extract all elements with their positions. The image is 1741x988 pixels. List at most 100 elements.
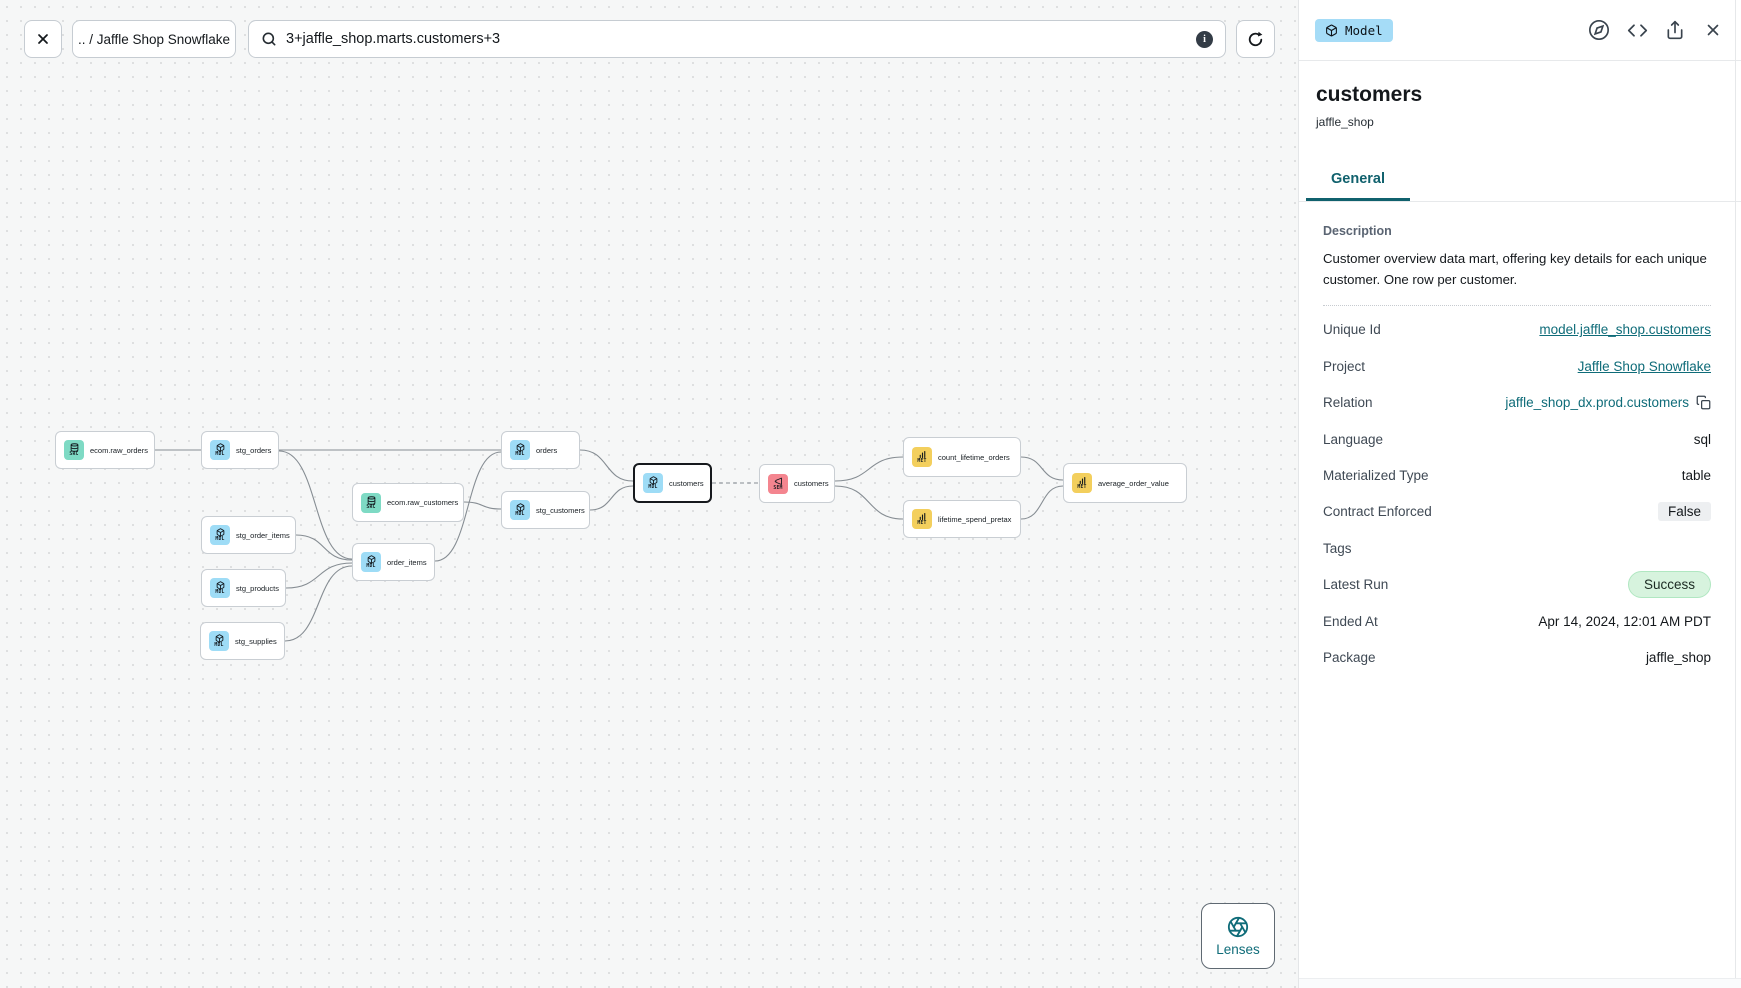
node-type-tag: SRC xyxy=(366,504,376,510)
node-label: stg_products xyxy=(236,583,279,593)
cube-icon xyxy=(216,443,224,452)
panel-footer-scrollbar[interactable] xyxy=(1299,978,1741,988)
close-icon xyxy=(1707,24,1719,36)
field-row-project: Project Jaffle Shop Snowflake xyxy=(1323,348,1711,384)
divider xyxy=(1323,304,1711,306)
field-label: Tags xyxy=(1323,540,1352,556)
field-label: Ended At xyxy=(1323,613,1378,629)
database-icon xyxy=(367,495,375,505)
search-icon xyxy=(262,32,276,46)
page-title: customers xyxy=(1316,83,1423,106)
copy-button[interactable] xyxy=(1696,395,1711,410)
model-badge: MDL xyxy=(210,525,230,545)
lenses-button[interactable]: Lenses xyxy=(1201,903,1275,969)
node-label: stg_customers xyxy=(536,505,585,515)
lineage-edge xyxy=(589,485,634,511)
cube-icon xyxy=(649,476,657,485)
field-row-unique-id: Unique Id model.jaffle_shop.customers xyxy=(1323,312,1711,348)
field-value: jaffle_shop xyxy=(1645,649,1711,665)
code-icon xyxy=(1627,23,1647,37)
model-badge: MDL xyxy=(361,552,381,572)
lineage-edge xyxy=(579,449,634,482)
cube-icon xyxy=(516,443,524,452)
cube-icon xyxy=(367,555,375,564)
cube-icon xyxy=(516,503,524,512)
lineage-edge xyxy=(834,456,904,482)
panel-header: Model xyxy=(1299,0,1741,61)
node-label: lifetime_spend_pretax xyxy=(938,514,1012,524)
lineage-edge xyxy=(434,451,502,562)
lineage-edge xyxy=(1020,485,1064,520)
field-label: Unique Id xyxy=(1323,322,1381,338)
node-label: ecom.raw_customers xyxy=(387,498,459,507)
panel-scrollbar[interactable] xyxy=(1735,0,1736,978)
graph-node-stg-customers[interactable]: MDL stg_customers xyxy=(501,491,590,529)
relation-value: jaffle_shop_dx.prod.customers xyxy=(1505,395,1689,411)
cube-icon xyxy=(216,581,224,590)
node-type-tag: MET xyxy=(917,459,927,464)
node-type-tag: MDL xyxy=(215,452,225,457)
node-type-tag: MET xyxy=(917,521,927,526)
bar-chart-icon xyxy=(1079,476,1085,485)
share-icon xyxy=(1667,20,1683,40)
lineage-edges xyxy=(155,449,1064,642)
refresh-button[interactable] xyxy=(1236,20,1275,58)
graph-node-stg-products[interactable]: MDL stg_products xyxy=(201,569,286,607)
field-label: Project xyxy=(1323,358,1366,374)
megaphone-icon xyxy=(774,477,782,485)
graph-node-count-lifetime-orders[interactable]: MET count_lifetime_orders xyxy=(903,437,1021,477)
graph-node-ecom-raw-customers[interactable]: SRC ecom.raw_customers xyxy=(352,483,464,522)
model-badge: MDL xyxy=(210,578,230,598)
cube-icon xyxy=(216,528,224,537)
node-label: count_lifetime_orders xyxy=(938,452,1010,462)
close-graph-button[interactable] xyxy=(24,20,62,58)
explore-button[interactable] xyxy=(1587,18,1611,42)
node-type-tag: SEM xyxy=(773,485,783,491)
field-label: Contract Enforced xyxy=(1323,504,1432,520)
share-button[interactable] xyxy=(1663,18,1687,42)
field-value: Apr 14, 2024, 12:01 AM PDT xyxy=(1538,613,1711,629)
node-label: orders xyxy=(536,445,558,455)
node-label: ecom.raw_orders xyxy=(90,445,148,455)
search-input[interactable] xyxy=(286,31,1187,47)
cube-icon xyxy=(215,634,223,643)
field-value-link[interactable]: model.jaffle_shop.customers xyxy=(1539,322,1711,338)
node-type-tag: MDL xyxy=(215,537,225,542)
graph-node-lifetime-spend-pretax[interactable]: MET lifetime_spend_pretax xyxy=(903,500,1021,538)
lineage-edge xyxy=(285,562,353,589)
tab-general[interactable]: General xyxy=(1306,161,1410,201)
field-row-tags: Tags xyxy=(1323,530,1711,566)
field-row-ended-at: Ended At Apr 14, 2024, 12:01 AM PDT xyxy=(1323,603,1711,639)
lenses-label: Lenses xyxy=(1216,941,1260,957)
view-code-button[interactable] xyxy=(1625,18,1649,42)
info-icon[interactable]: i xyxy=(1196,30,1213,48)
close-panel-button[interactable] xyxy=(1701,18,1725,42)
field-label: Latest Run xyxy=(1323,577,1389,593)
aperture-icon xyxy=(1227,916,1249,937)
metric-badge: MET xyxy=(912,447,932,467)
field-value: sql xyxy=(1693,431,1711,447)
model-badge: MDL xyxy=(643,473,663,493)
details-panel: Model xyxy=(1298,0,1741,988)
breadcrumb[interactable]: .. / Jaffle Shop Snowflake xyxy=(72,20,236,58)
cube-icon xyxy=(1326,24,1337,36)
node-type-tag: MDL xyxy=(515,512,525,517)
node-type-tag: MET xyxy=(1077,485,1087,490)
status-chip: False xyxy=(1657,502,1711,522)
node-type-tag: MDL xyxy=(215,590,225,595)
lineage-edge xyxy=(295,534,353,561)
metric-badge: MET xyxy=(1072,473,1092,493)
field-value-link[interactable]: Jaffle Shop Snowflake xyxy=(1577,358,1711,374)
